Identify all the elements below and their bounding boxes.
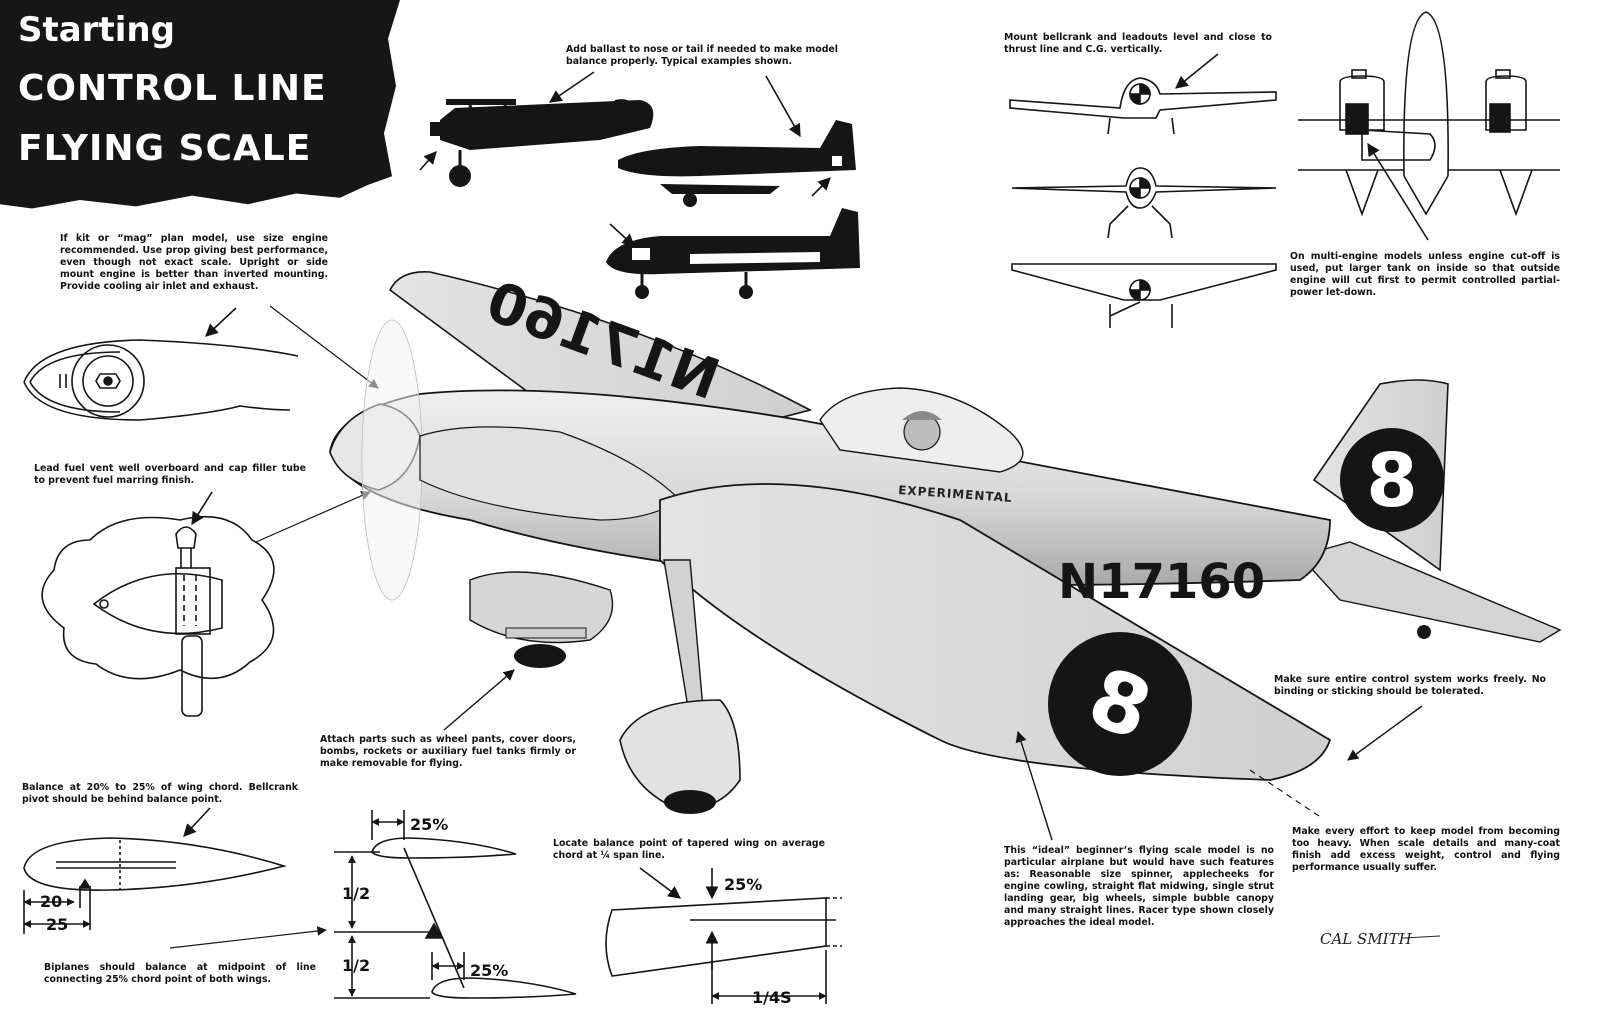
quarter-span-label: 1/4S bbox=[752, 988, 792, 1007]
biplane-half-top: 1/2 bbox=[342, 884, 370, 903]
note-attach-parts: Attach parts such as wheel pants, cover … bbox=[320, 734, 576, 769]
tapered-wing-diagram bbox=[605, 867, 842, 1004]
note-weight: Make every effort to keep model from bec… bbox=[1292, 826, 1560, 873]
title-banner: Starting CONTROL LINE FLYING SCALE bbox=[0, 0, 400, 209]
note-multi-engine: On multi-engine models unless engine cut… bbox=[1290, 251, 1560, 298]
biplane-half-bottom: 1/2 bbox=[342, 956, 370, 975]
biplane-bottom-pct: 25% bbox=[470, 961, 508, 980]
airfoil-balance-diagram bbox=[23, 807, 287, 934]
title-line-3: FLYING SCALE bbox=[18, 128, 312, 169]
multi-engine-diagram bbox=[1298, 11, 1560, 241]
fuel-tank-detail bbox=[41, 491, 371, 717]
signature-underline bbox=[1403, 935, 1441, 939]
cowling-detail bbox=[23, 305, 379, 421]
title-line-2: CONTROL LINE bbox=[18, 68, 327, 109]
artist-signature: CAL SMITH bbox=[1320, 930, 1413, 948]
ideal-model-arrow bbox=[1015, 730, 1053, 841]
note-ideal-model: This “ideal” beginner’s flying scale mod… bbox=[1004, 845, 1274, 928]
control-system-arrow bbox=[1347, 705, 1423, 761]
jet-silhouette bbox=[606, 208, 860, 299]
ballast-silhouettes bbox=[419, 71, 860, 299]
note-fuel-vent: Lead fuel vent well overboard and cap fi… bbox=[34, 463, 306, 486]
front-view-diagrams bbox=[1009, 53, 1277, 328]
dim-25-label: 25 bbox=[46, 915, 68, 934]
dim-20-label: 20 bbox=[40, 892, 62, 911]
note-biplane: Biplanes should balance at midpoint of l… bbox=[44, 962, 316, 985]
tail-race-number: 8 bbox=[1366, 438, 1418, 524]
biplane-top-pct: 25% bbox=[410, 815, 448, 834]
attach-parts-arrow bbox=[443, 669, 515, 731]
note-balance-chord: Balance at 20% to 25% of wing chord. Bel… bbox=[22, 782, 298, 805]
fuselage-registration: N17160 bbox=[1058, 554, 1265, 610]
tapered-pct-label: 25% bbox=[724, 875, 762, 894]
note-control-system: Make sure entire control system works fr… bbox=[1274, 674, 1546, 697]
biplane-silhouette bbox=[430, 99, 654, 187]
note-ballast: Add ballast to nose or tail if needed to… bbox=[566, 44, 838, 67]
note-engine: If kit or “mag” plan model, use size eng… bbox=[60, 233, 328, 292]
fighter-silhouette bbox=[618, 120, 856, 207]
note-tapered-wing: Locate balance point of tapered wing on … bbox=[553, 838, 825, 861]
biplane-balance-diagram bbox=[169, 810, 577, 999]
title-line-1: Starting bbox=[18, 10, 175, 50]
racer-plane-illustration: N17160 8 8 N17160 EXPERIMENTAL bbox=[329, 269, 1562, 819]
note-bellcrank-level: Mount bellcrank and leadouts level and c… bbox=[1004, 32, 1272, 55]
